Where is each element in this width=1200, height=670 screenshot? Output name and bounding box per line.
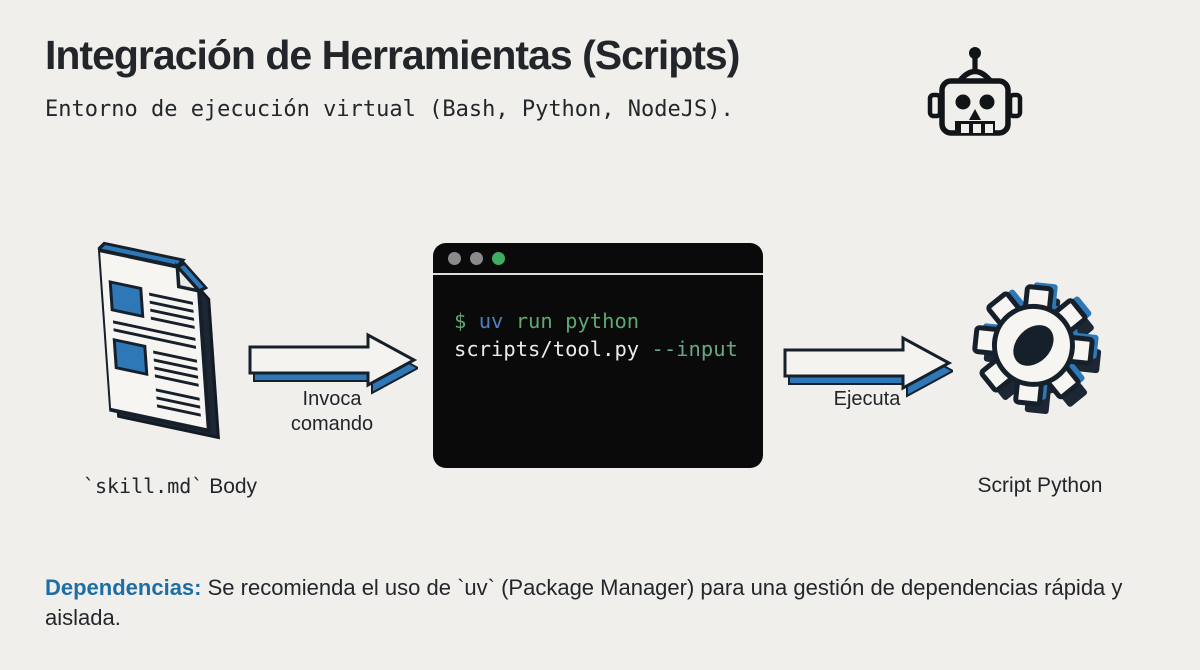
document-icon bbox=[94, 240, 228, 460]
source-caption-rest: Body bbox=[203, 475, 258, 498]
source-caption-code: `skill.md` bbox=[82, 474, 204, 498]
target-caption: Script Python bbox=[977, 474, 1103, 497]
execute-arrow-label: Ejecuta bbox=[833, 388, 901, 410]
terminal-line-2: scripts/tool.py --input bbox=[454, 335, 763, 363]
terminal-titlebar bbox=[433, 243, 763, 275]
page-subtitle: Entorno de ejecución virtual (Bash, Pyth… bbox=[45, 97, 734, 122]
terminal-window: $ uv run python scripts/tool.py --input bbox=[433, 243, 763, 468]
terminal-flag: --input bbox=[639, 337, 738, 361]
terminal-line-1: $ uv run python bbox=[454, 307, 763, 335]
execute-arrow-icon bbox=[783, 334, 956, 403]
terminal-prompt: $ bbox=[454, 309, 479, 333]
invoke-arrow-label-line1: Invoca bbox=[302, 388, 362, 410]
footer-note: Dependencias: Se recomienda el uso de `u… bbox=[45, 573, 1165, 633]
window-dot-3-icon bbox=[492, 251, 505, 265]
terminal-script-path: scripts/tool.py bbox=[454, 337, 640, 361]
invoke-arrow-label-line2: comando bbox=[290, 413, 374, 435]
robot-icon bbox=[925, 45, 1025, 146]
window-dot-2-icon bbox=[470, 251, 483, 265]
terminal-args: run python bbox=[503, 309, 640, 333]
page-title: Integración de Herramientas (Scripts) bbox=[45, 32, 740, 78]
terminal-program: uv bbox=[478, 309, 504, 333]
source-caption: `skill.md` Body bbox=[75, 474, 265, 499]
invoke-arrow-icon bbox=[248, 331, 421, 400]
footer-body: Se recomienda el uso de `uv` (Package Ma… bbox=[45, 575, 1123, 630]
terminal-content: $ uv run python scripts/tool.py --input bbox=[433, 275, 763, 363]
gear-icon bbox=[963, 274, 1115, 431]
window-dot-1-icon bbox=[448, 251, 461, 265]
invoke-arrow-label: Invoca comando bbox=[248, 387, 416, 437]
footer-lead: Dependencias: bbox=[45, 575, 202, 600]
